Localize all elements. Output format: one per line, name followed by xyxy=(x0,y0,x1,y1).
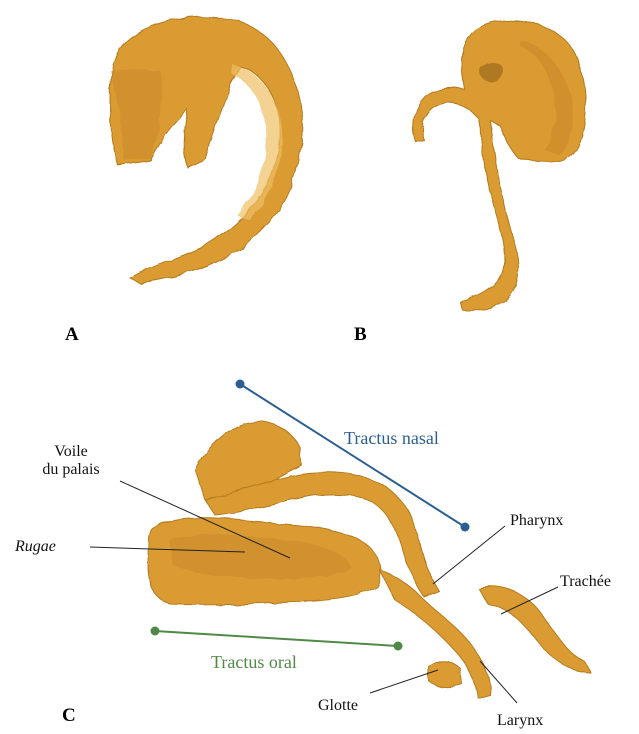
label-rugae: Rugae xyxy=(15,538,56,556)
label-voile-du-palais: Voile du palais xyxy=(28,443,114,479)
label-trachee: Trachée xyxy=(560,573,611,591)
tractus-nasal-span xyxy=(236,380,470,532)
tractus-nasal-endpoint-start xyxy=(236,380,245,389)
panel-label-c: C xyxy=(62,705,76,727)
label-tractus-oral: Tractus oral xyxy=(211,653,297,671)
label-pharynx: Pharynx xyxy=(510,512,563,530)
label-larynx: Larynx xyxy=(497,712,543,730)
leader-trachee xyxy=(501,587,558,614)
label-tractus-nasal: Tractus nasal xyxy=(344,429,439,447)
leader-pharynx xyxy=(433,526,505,584)
panel-label-a: A xyxy=(65,324,79,346)
label-glotte: Glotte xyxy=(318,697,358,715)
leader-rugae xyxy=(90,547,245,552)
leader-glotte xyxy=(370,670,438,693)
tractus-oral-endpoint-end xyxy=(394,642,403,651)
leader-larynx xyxy=(480,661,517,703)
tractus-oral-endpoint-start xyxy=(151,627,160,636)
label-voile-line1: Voile xyxy=(28,443,114,461)
panel-label-b: B xyxy=(354,324,367,346)
leader-voile xyxy=(120,481,290,558)
tractus-oral-span xyxy=(151,627,403,651)
tractus-nasal-endpoint-end xyxy=(461,523,470,532)
label-voile-line2: du palais xyxy=(28,461,114,479)
